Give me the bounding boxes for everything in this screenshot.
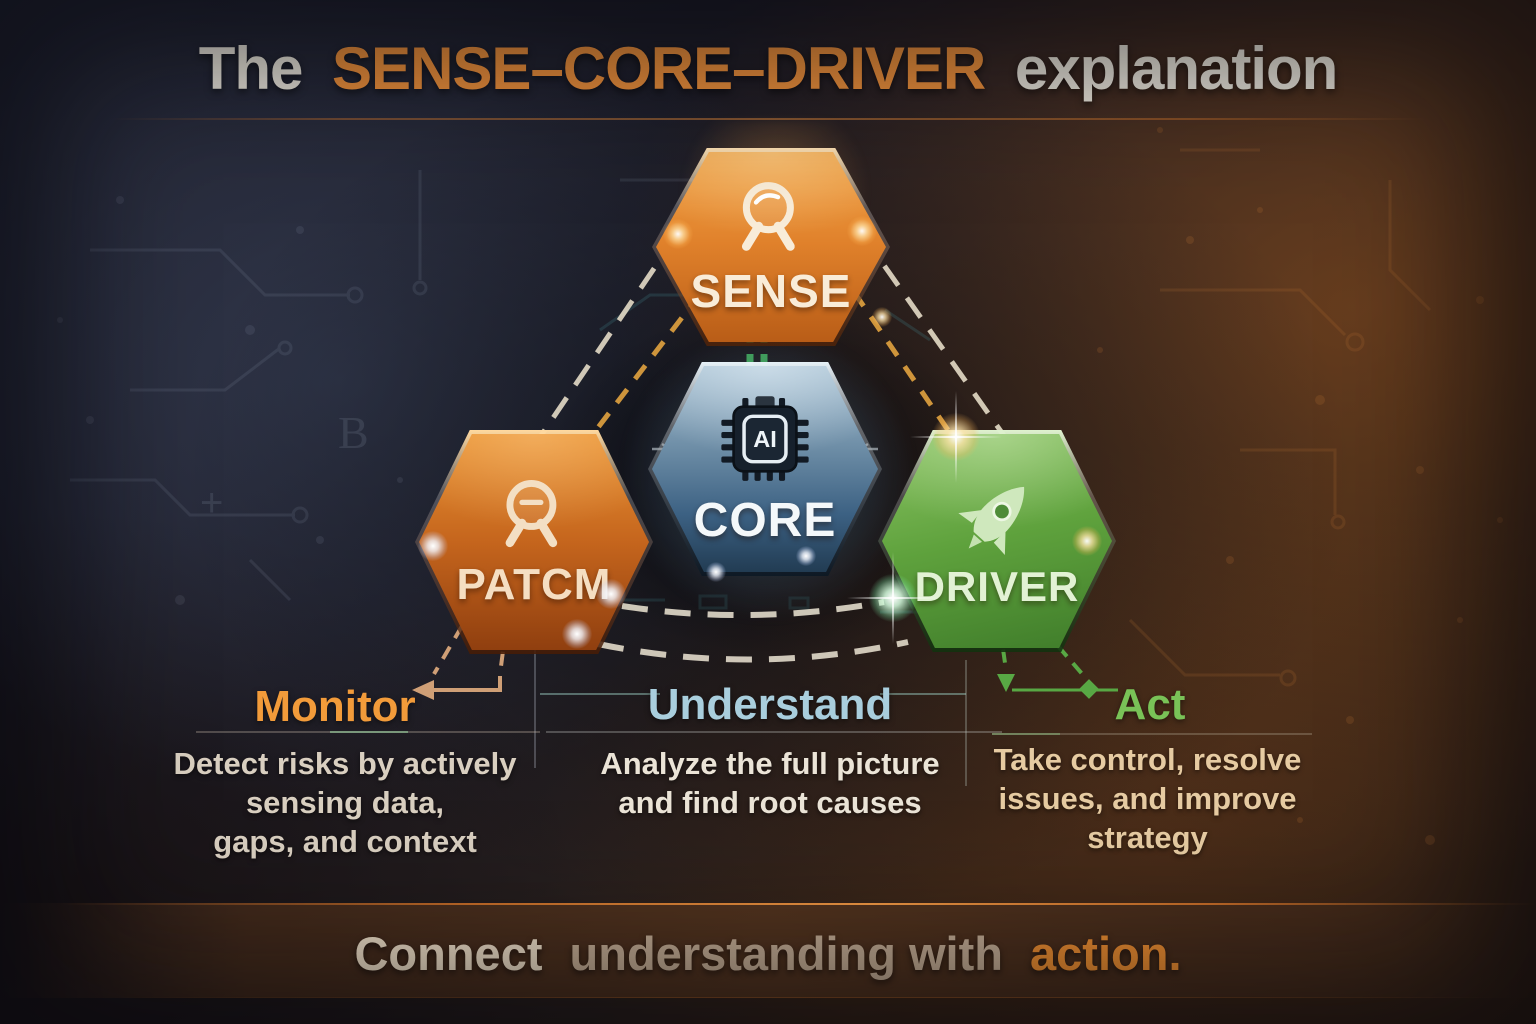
section-body-monitor: Detect risks by actively sensing data, g… xyxy=(173,746,517,859)
hexagon-driver-label: DRIVER xyxy=(914,563,1080,610)
footer-tagline: Connect understanding with action. xyxy=(0,926,1536,981)
rocket-icon xyxy=(958,486,1025,556)
title-prefix: The xyxy=(198,35,304,102)
ai-chip-icon: AI xyxy=(721,395,809,481)
chip-label: AI xyxy=(753,425,777,451)
magnifier-icon xyxy=(741,182,795,251)
section-heading-understand: Understand xyxy=(647,680,893,729)
hexagon-patch-label: PATCM xyxy=(456,560,612,609)
title-underline xyxy=(110,118,1426,120)
footer-middle: understanding with xyxy=(569,927,1003,980)
section-body-understand: Analyze the full picture and find root c… xyxy=(600,746,940,820)
hexagon-core-label: CORE xyxy=(693,493,837,547)
footer-band-top-line xyxy=(60,903,1536,905)
footer-highlight: action. xyxy=(1030,927,1182,980)
hexagon-driver: DRIVER xyxy=(878,430,1116,652)
section-heading-monitor: Monitor xyxy=(254,682,416,731)
footer-band-bottom-line xyxy=(120,997,1496,998)
hexagon-patch-body xyxy=(419,434,649,650)
page-title: The SENSE–CORE–DRIVER explanation xyxy=(0,34,1536,103)
hexagon-patch: PATCM xyxy=(415,430,653,654)
section-body-act: Take control, resolve issues, and improv… xyxy=(993,742,1302,855)
title-suffix: explanation xyxy=(1014,35,1338,102)
hexagon-sense-label: SENSE xyxy=(690,265,852,317)
footer-band xyxy=(0,903,1536,998)
footer-prefix: Connect xyxy=(354,927,543,980)
hexagon-sense: SENSE xyxy=(652,148,890,346)
magnifier-scan-icon xyxy=(505,480,558,548)
hexagon-core: AI CORE xyxy=(648,362,882,576)
section-heading-act: Act xyxy=(1114,680,1186,729)
title-highlight: SENSE–CORE–DRIVER xyxy=(332,35,986,102)
